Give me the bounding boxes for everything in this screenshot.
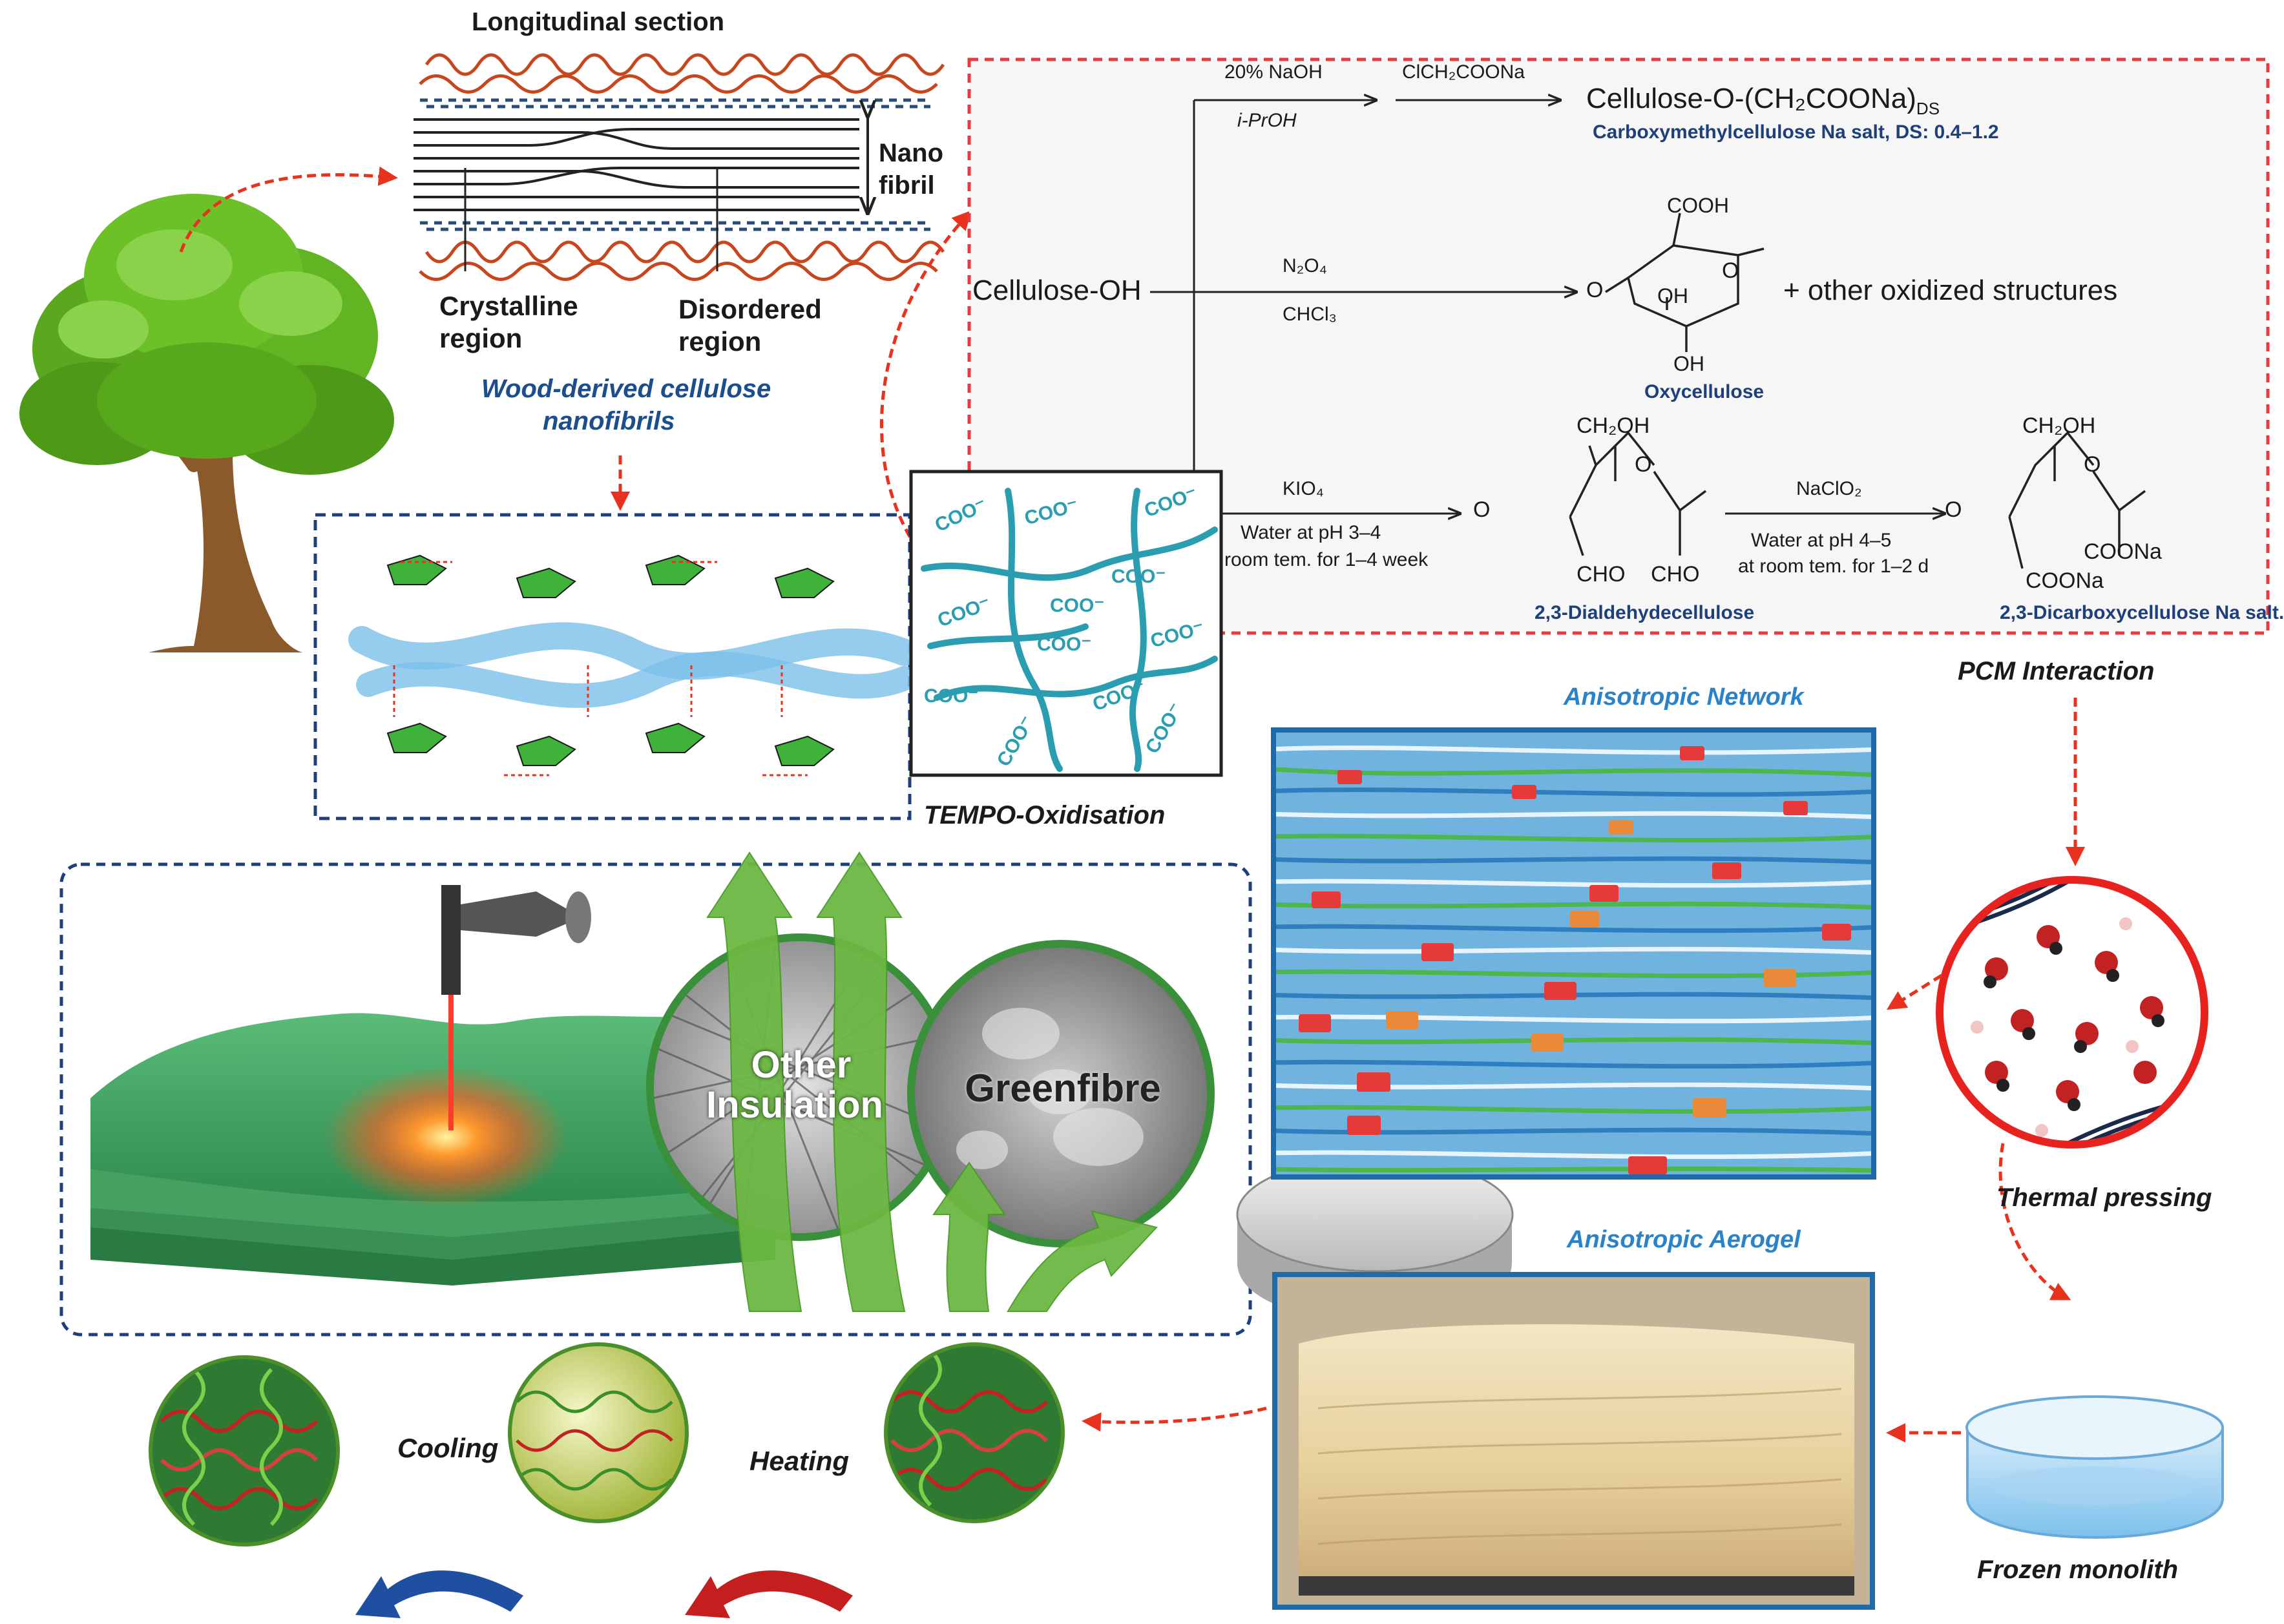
r3-reagent-time: room tem. for 1–4 week <box>1224 549 1429 570</box>
anisotropic-network-title: Anisotropic Network <box>1564 683 1804 711</box>
pcm-interaction-title: PCM Interaction <box>1958 657 2155 685</box>
r4-reagent-naclo2: NaClO₂ <box>1796 478 1862 499</box>
tempo-coo-6: COO⁻ <box>1050 595 1105 616</box>
wood-cellulose-caption-1: Wood-derived cellulose <box>481 375 771 403</box>
pcm-interaction-image <box>1936 876 2208 1149</box>
greenfibre-label: Greenfibre <box>965 1067 1161 1110</box>
tempo-network-box <box>909 470 1223 777</box>
r1-product-name: Carboxymethylcellulose Na salt, DS: 0.4–… <box>1593 121 1999 143</box>
longitudinal-section-title: Longitudinal section <box>472 8 725 36</box>
oxycellulose-o-ring: O <box>1722 258 1739 283</box>
dicarboxy-o-ring: O <box>2084 452 2101 477</box>
heating-label: Heating <box>749 1446 850 1476</box>
tempo-coo-4: COO⁻ <box>1111 566 1166 587</box>
anisotropic-aerogel-title: Anisotropic Aerogel <box>1567 1226 1801 1253</box>
crystalline-region-label-1: Crystalline <box>439 291 578 321</box>
dicarboxy-coona-1: COONa <box>2084 539 2162 564</box>
reaction-scheme-box <box>967 57 2270 635</box>
oxycellulose-oh-2: OH <box>1673 352 1704 375</box>
nano-fibril-label-1: Nano <box>879 139 943 167</box>
dialdehyde-cho-2: CHO <box>1651 562 1700 587</box>
sugar-ring-structures <box>1569 213 2146 569</box>
r1-product: Cellulose-O-(CH₂COONa)DS <box>1586 83 1940 118</box>
r2-plus-other: + other oxidized structures <box>1783 275 2118 306</box>
r3-reagent-kio4: KIO₄ <box>1283 478 1324 499</box>
oxycellulose-oh-1: OH <box>1657 284 1688 307</box>
green-sheet-stack <box>90 1008 775 1286</box>
dialdehyde-o-left: O <box>1473 497 1491 522</box>
heating-state-sphere <box>508 1342 689 1523</box>
disordered-region-label-2: region <box>678 326 762 357</box>
thermal-test-box <box>59 862 1252 1337</box>
tempo-coo-7: COO⁻ <box>1037 634 1092 655</box>
wood-cellulose-caption-2: nanofibrils <box>543 407 675 435</box>
cooling-state-sphere-1 <box>149 1355 340 1546</box>
greenfibre-image <box>907 940 1215 1247</box>
longitudinal-section-diagram <box>414 53 945 281</box>
heating-arrow-icon <box>685 1570 853 1618</box>
dicarboxy-ch2oh: CH₂OH <box>2022 413 2096 438</box>
nano-fibril-label-2: fibril <box>879 171 935 200</box>
r4-reagent-water: Water at pH 4–5 <box>1751 530 1892 551</box>
thermal-pressing-label: Thermal pressing <box>1996 1183 2212 1212</box>
crystalline-region-label-2: region <box>439 323 523 353</box>
r3-reagent-water: Water at pH 3–4 <box>1241 522 1381 543</box>
dialdehyde-ch2oh: CH₂OH <box>1577 413 1650 438</box>
oxycellulose-o-left: O <box>1586 278 1604 302</box>
reaction-arrows <box>1150 100 1945 514</box>
r4-reagent-time: at room tem. for 1–2 d <box>1738 556 1929 577</box>
dicarboxy-coona-2: COONa <box>2026 568 2104 593</box>
r2-reagent-n2o4: N₂O₄ <box>1283 255 1327 276</box>
dicarboxy-name: 2,3-Dicarboxycellulose Na salt. <box>2000 602 2284 623</box>
disordered-region-label-1: Disordered <box>678 294 822 324</box>
r1-reagent-naoh: 20% NaOH <box>1224 61 1323 83</box>
r1-reagent-iproh: i-PrOH <box>1237 110 1297 131</box>
tempo-fibre-network <box>921 488 1218 772</box>
laser-probe-icon <box>441 885 591 1130</box>
cellulose-oh-label: Cellulose-OH <box>972 275 1142 306</box>
frozen-monolith-label: Frozen monolith <box>1977 1556 2179 1584</box>
dialdehyde-name: 2,3-Dialdehydecellulose <box>1535 602 1755 623</box>
tempo-coo-9: COO⁻ <box>924 685 979 707</box>
frozen-monolith-dish-icon <box>1965 1395 2224 1539</box>
r2-reagent-chcl3: CHCl₃ <box>1283 304 1337 325</box>
cooling-label: Cooling <box>397 1433 499 1463</box>
r1-reagent-clch2coona: ClCH₂COONa <box>1402 61 1525 83</box>
cellulose-chain-diagram <box>348 554 918 776</box>
cooling-state-sphere-2 <box>884 1342 1065 1523</box>
other-insulation-label-2: Insulation <box>706 1084 883 1126</box>
oxycellulose-name: Oxycellulose <box>1644 381 1765 402</box>
other-insulation-label-1: Other <box>751 1044 852 1086</box>
dialdehyde-o-ring: O <box>1635 452 1652 477</box>
dicarboxy-o-left: O <box>1945 497 1962 522</box>
network-pcm-blocks <box>1299 746 1851 1174</box>
dialdehyde-cho-1: CHO <box>1577 562 1626 587</box>
tree-icon <box>19 194 394 652</box>
cooling-arrow-icon <box>355 1570 523 1618</box>
oxycellulose-cooh: COOH <box>1667 194 1729 217</box>
heat-flow-arrows <box>706 851 1158 1312</box>
tempo-oxidisation-label: TEMPO-Oxidisation <box>924 801 1166 829</box>
